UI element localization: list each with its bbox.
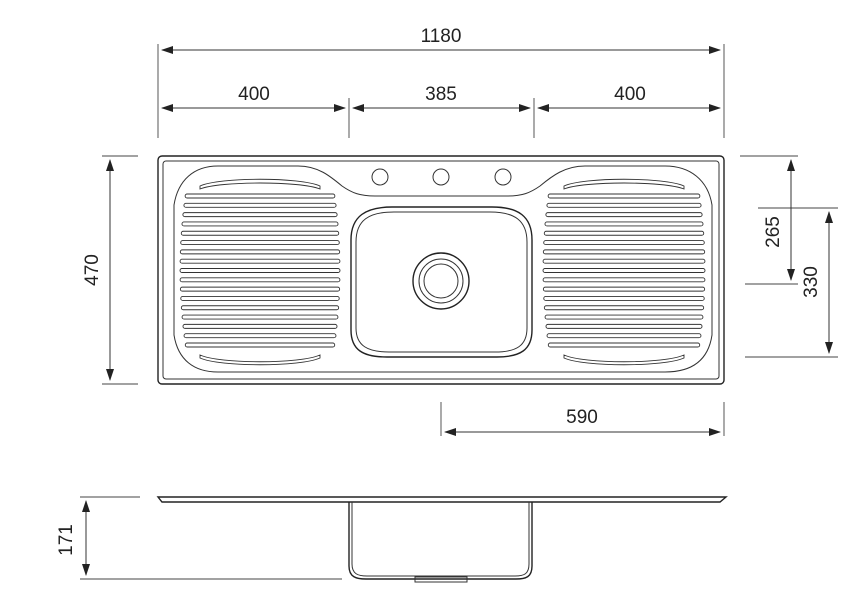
sink-top-view bbox=[157, 155, 725, 385]
tap-hole-right bbox=[494, 168, 512, 186]
drainer-rib bbox=[181, 314, 339, 320]
drainer-rib bbox=[179, 249, 341, 255]
drainer-rib bbox=[544, 221, 704, 227]
drainer-rib bbox=[179, 258, 341, 264]
overall-depth-label: 470 bbox=[82, 254, 103, 286]
drainer-rib bbox=[180, 240, 340, 246]
tap-hole-left bbox=[371, 168, 389, 186]
drainer-rib bbox=[182, 323, 338, 329]
drainer-rib bbox=[542, 249, 706, 255]
drainer-rib bbox=[543, 295, 705, 301]
drainer-rib bbox=[546, 333, 702, 339]
bowl-outline bbox=[350, 206, 533, 358]
sink-inner-contour bbox=[173, 165, 713, 373]
drainer-rib bbox=[180, 295, 340, 301]
bowl-height-label: 171 bbox=[56, 524, 77, 556]
drainer-bottom-slot bbox=[199, 354, 321, 366]
left-drainer-grooves bbox=[179, 178, 341, 366]
drain-outer-ring bbox=[412, 252, 470, 310]
left-drainer-label: 400 bbox=[238, 84, 270, 105]
right-dimensions: 265 330 bbox=[740, 155, 838, 358]
drainer-rib bbox=[542, 286, 706, 292]
bowl-width-label: 385 bbox=[425, 84, 457, 105]
drainer-rib bbox=[184, 342, 336, 348]
drainer-rib bbox=[542, 268, 706, 273]
drainer-rib bbox=[542, 258, 706, 264]
drain-middle-ring bbox=[418, 258, 464, 304]
drainer-top-slot bbox=[199, 178, 321, 190]
drainer-rib bbox=[183, 333, 337, 339]
drainer-rib bbox=[184, 193, 336, 199]
sink-profile-top bbox=[156, 496, 728, 503]
sink-profile-bowl bbox=[348, 502, 533, 580]
drainer-rib bbox=[546, 202, 702, 208]
drainer-rib bbox=[182, 212, 338, 218]
drainer-rib bbox=[547, 342, 701, 348]
drainer-bottom-slot bbox=[563, 354, 685, 366]
drain-inner-ring bbox=[423, 263, 459, 299]
drainer-rib bbox=[545, 212, 703, 218]
drainer-rib bbox=[183, 202, 337, 208]
bowl-outer-depth-label: 330 bbox=[801, 266, 822, 298]
drainer-rib bbox=[179, 268, 341, 273]
drainer-rib bbox=[542, 277, 706, 283]
left-dimension: 470 bbox=[82, 155, 138, 385]
top-dimensions: 1180 400 385 400 bbox=[157, 26, 725, 138]
right-drainer-grooves bbox=[542, 178, 706, 366]
drainer-rib bbox=[543, 240, 705, 246]
drainer-rib bbox=[545, 323, 703, 329]
drainer-rib bbox=[179, 286, 341, 292]
drainer-rib bbox=[543, 305, 705, 311]
overall-width-label: 1180 bbox=[421, 26, 462, 47]
drainer-rib bbox=[179, 277, 341, 283]
tap-hole-middle bbox=[432, 168, 450, 186]
waste-outlet bbox=[414, 576, 468, 583]
drainer-rib bbox=[544, 314, 704, 320]
sink-side-view: 171 bbox=[56, 496, 728, 583]
drainer-rib bbox=[181, 221, 339, 227]
bowl-inner-depth-label: 265 bbox=[763, 216, 784, 248]
drainer-rib bbox=[180, 230, 340, 236]
right-drainer-label: 400 bbox=[614, 84, 646, 105]
drainer-rib bbox=[180, 305, 340, 311]
drainer-rib bbox=[543, 230, 705, 236]
drainer-top-slot bbox=[563, 178, 685, 190]
drainer-rib bbox=[547, 193, 701, 199]
bowl-offset-label: 590 bbox=[566, 407, 598, 428]
offset-dimension: 590 bbox=[440, 402, 725, 436]
